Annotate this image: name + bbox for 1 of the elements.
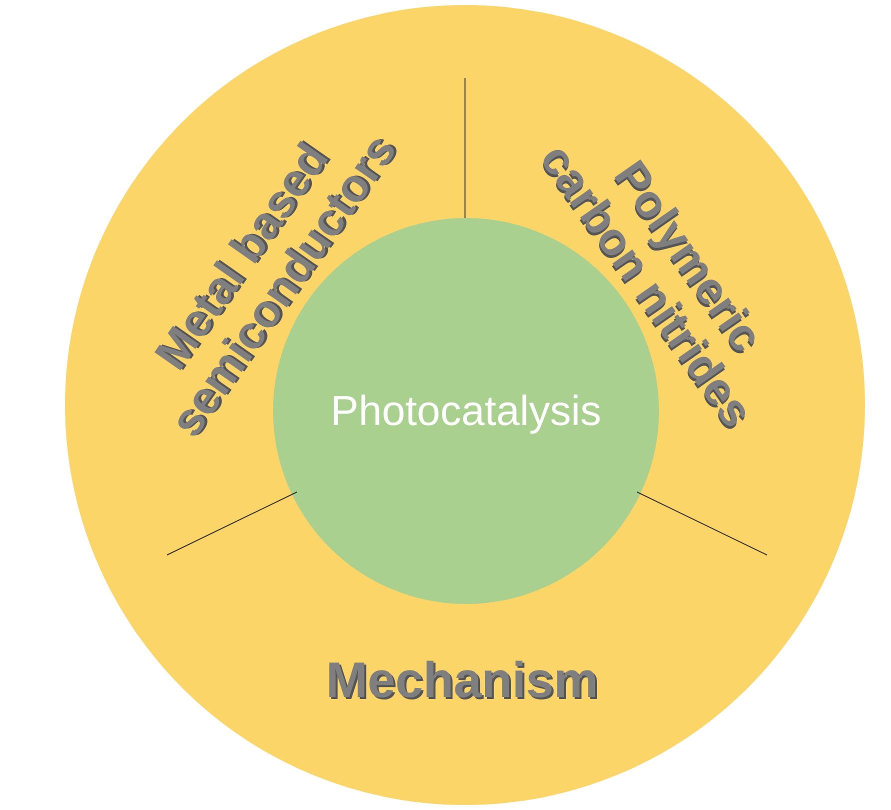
sector-label: Mechanism (324, 652, 600, 708)
